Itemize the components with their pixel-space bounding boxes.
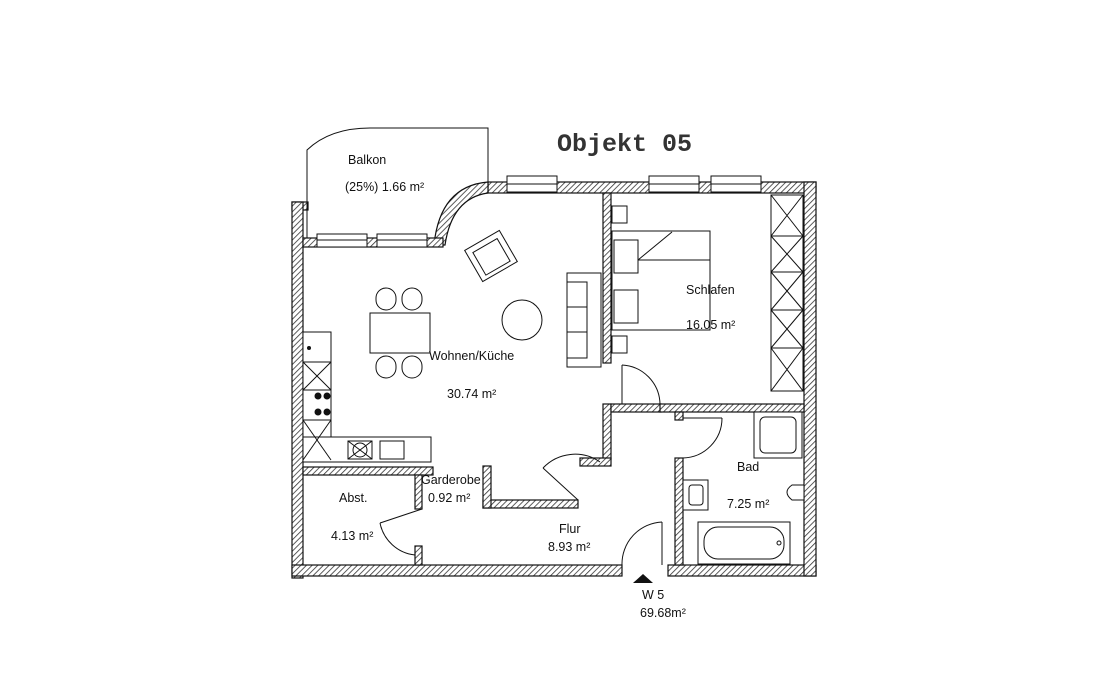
room-area-garderobe: 0.92 m² <box>428 491 470 505</box>
room-name-wohnen: Wohnen/Küche <box>429 349 514 363</box>
room-name-flur: Flur <box>559 522 581 536</box>
doors <box>379 364 723 566</box>
room-name-garderobe: Garderobe <box>421 473 481 487</box>
room-area-bad: 7.25 m² <box>727 497 769 511</box>
balcony-outline <box>306 127 489 238</box>
unit-name: W 5 <box>642 588 664 602</box>
room-area-wohnen: 30.74 m² <box>447 387 496 401</box>
room-name-abst: Abst. <box>339 491 368 505</box>
entrance-arrow-icon <box>633 574 653 583</box>
room-area-flur: 8.93 m² <box>548 540 590 554</box>
bedroom-furniture <box>611 194 804 392</box>
kitchen <box>302 331 432 463</box>
unit-area: 69.68m² <box>640 606 686 620</box>
interior-walls <box>302 192 805 566</box>
plan-title: Objekt 05 <box>557 130 692 159</box>
living-furniture <box>369 229 602 379</box>
room-name-balkon: Balkon <box>348 153 386 167</box>
room-area-abst: 4.13 m² <box>331 529 373 543</box>
room-area-schlafen: 16.05 m² <box>686 318 735 332</box>
windows <box>316 175 762 248</box>
room-labels: Balkon (25%) 1.66 m² Wohnen/Küche 30.74 … <box>331 153 769 554</box>
room-area-balkon: (25%) 1.66 m² <box>345 180 424 194</box>
exterior-walls <box>291 181 817 579</box>
room-name-bad: Bad <box>737 460 759 474</box>
bathroom-fixtures <box>682 411 805 565</box>
room-name-schlafen: Schlafen <box>686 283 735 297</box>
